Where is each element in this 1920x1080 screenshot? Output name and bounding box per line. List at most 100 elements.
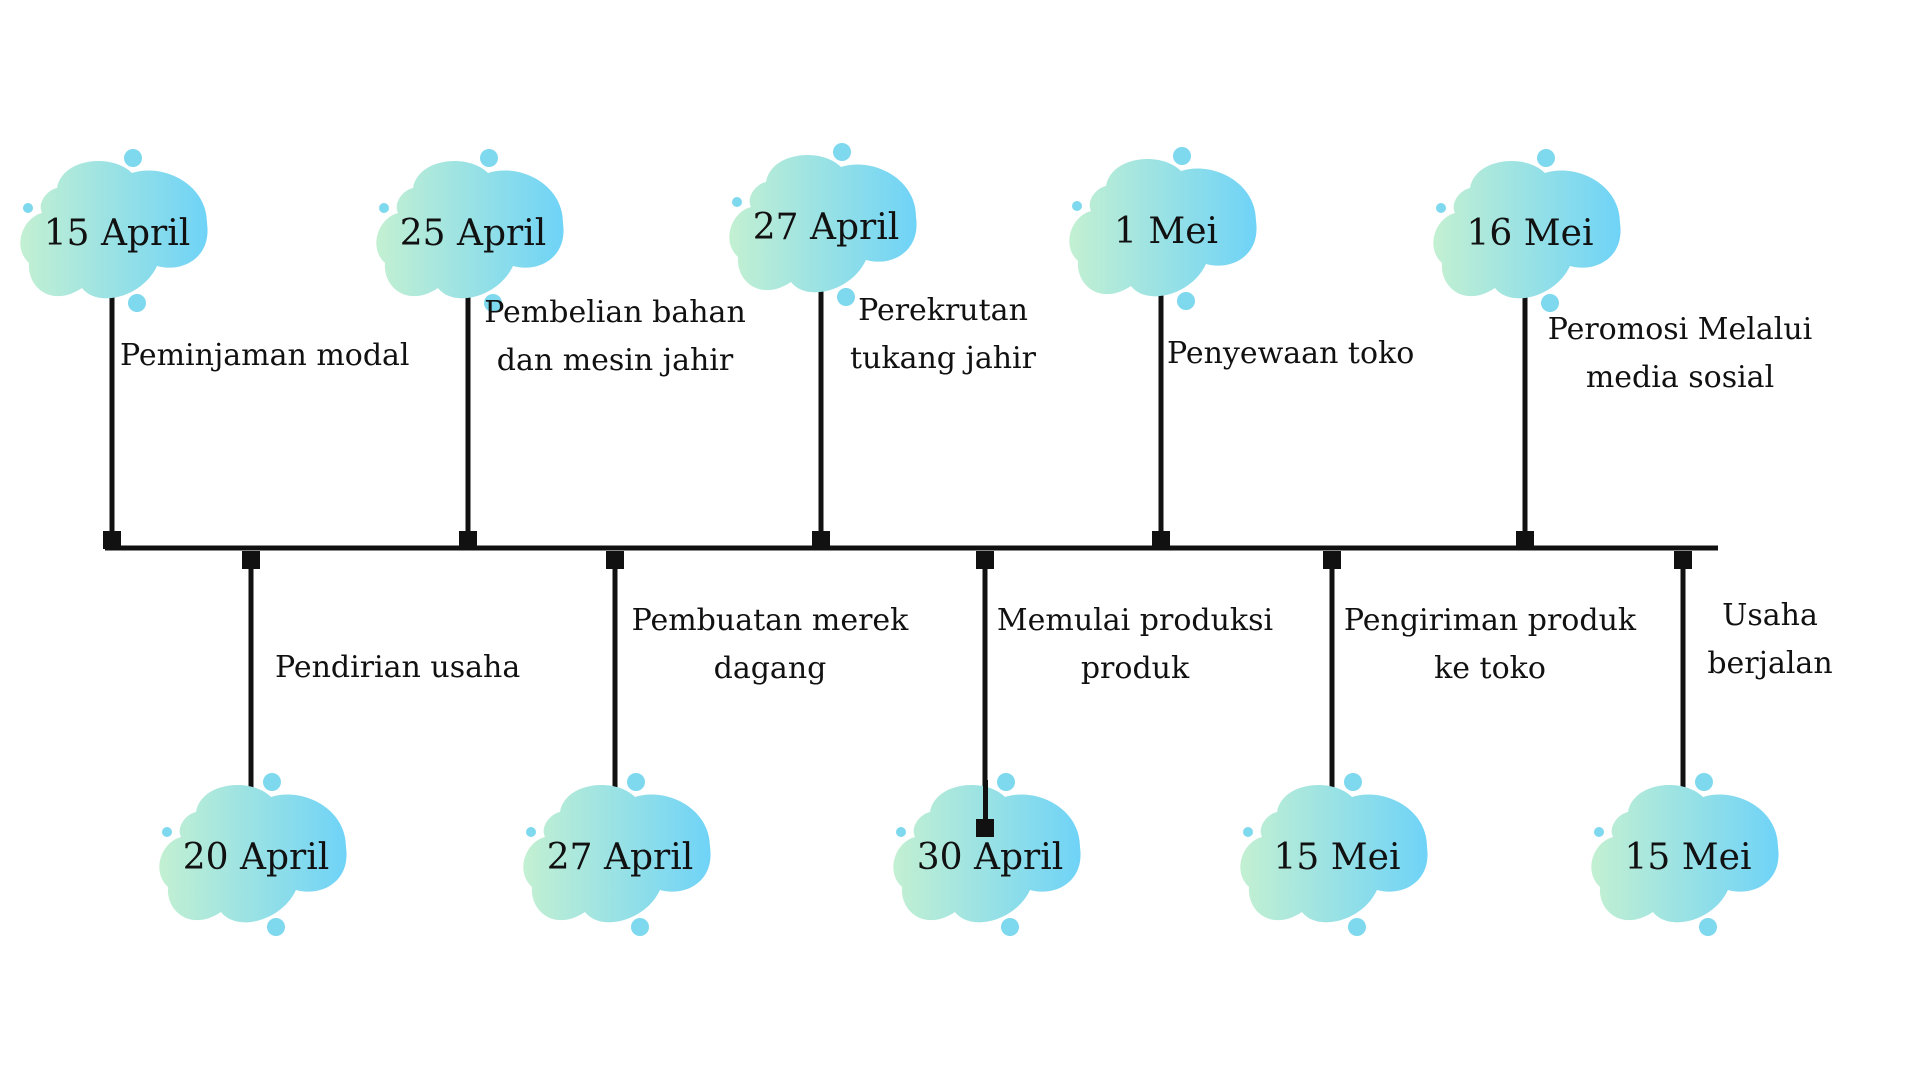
bubble-dot-icon — [1348, 918, 1366, 936]
square-marker-icon — [812, 531, 830, 549]
cloud-blob-icon — [1433, 149, 1621, 312]
event-description: Perekrutan tukang jahir — [850, 287, 1036, 383]
cloud-blob-icon — [1240, 773, 1428, 936]
cloud-blob-icon — [20, 149, 208, 312]
cloud-blob-icon — [159, 773, 347, 936]
event-description-line: produk — [1080, 651, 1190, 686]
square-marker-icon — [242, 551, 260, 569]
event-description: Memulai produksi produk — [997, 597, 1273, 693]
square-marker-icon — [103, 531, 121, 549]
bubble-dot-icon — [1344, 773, 1362, 791]
date-cloud: 16 Mei — [1430, 148, 1630, 318]
event-description-line: media sosial — [1585, 360, 1775, 395]
bubble-dot-icon — [833, 143, 851, 161]
date-cloud: 15 Mei — [1237, 772, 1437, 942]
bubble-dot-icon — [1001, 918, 1019, 936]
square-marker-icon — [459, 531, 477, 549]
bubble-dot-icon — [1594, 827, 1604, 837]
event-description: Pendirian usaha — [275, 644, 520, 692]
event-description-line: tukang jahir — [850, 341, 1036, 376]
bubble-dot-icon — [484, 294, 502, 312]
date-label: 16 Mei — [1466, 212, 1594, 254]
bubble-dot-icon — [1173, 147, 1191, 165]
date-label: 15 April — [43, 212, 191, 254]
event-description: Usaha berjalan — [1707, 592, 1832, 688]
cloud-blob-icon — [1591, 773, 1779, 936]
cloud-blob-icon — [729, 143, 917, 306]
event-description: Pengiriman produk ke toko — [1344, 597, 1636, 693]
bubble-dot-icon — [23, 203, 33, 213]
event-description-line: Pendirian usaha — [275, 650, 521, 685]
date-label: 15 Mei — [1624, 836, 1752, 878]
square-marker-icon — [1323, 551, 1341, 569]
date-cloud: 30 April — [890, 772, 1090, 942]
event-description-line: Pembuatan merek — [631, 603, 909, 638]
square-marker-icon — [606, 551, 624, 569]
cloud-blob-icon — [376, 149, 564, 312]
event-description-line: dan mesin jahir — [496, 343, 734, 378]
square-marker-icon — [976, 819, 994, 837]
cloud-blob-icon — [893, 773, 1081, 936]
bubble-dot-icon — [1072, 201, 1082, 211]
event-description: Pembuatan merek dagang — [632, 597, 909, 693]
date-cloud: 25 April — [373, 148, 573, 318]
event-description-line: Peminjaman modal — [120, 338, 410, 373]
square-marker-icon — [1152, 531, 1170, 549]
square-marker-icon — [976, 551, 994, 569]
connector-line — [982, 780, 988, 825]
date-label: 15 Mei — [1273, 836, 1401, 878]
date-cloud: 15 Mei — [1588, 772, 1788, 942]
bubble-dot-icon — [1537, 149, 1555, 167]
bubble-dot-icon — [124, 149, 142, 167]
event-description-line: berjalan — [1707, 646, 1833, 681]
bubble-dot-icon — [1699, 918, 1717, 936]
bubble-dot-icon — [1695, 773, 1713, 791]
event-description: Peromosi Melalui media sosial — [1548, 306, 1813, 402]
bubble-dot-icon — [732, 197, 742, 207]
date-label: 27 April — [546, 836, 694, 878]
event-description: Penyewaan toko — [1167, 330, 1414, 378]
bubble-dot-icon — [128, 294, 146, 312]
date-cloud: 20 April — [156, 772, 356, 942]
event-description: Pembelian bahan dan mesin jahir — [484, 289, 746, 385]
bubble-dot-icon — [162, 827, 172, 837]
bubble-dot-icon — [1541, 294, 1559, 312]
bubble-dot-icon — [997, 773, 1015, 791]
event-description-line: Perekrutan — [858, 293, 1028, 328]
event-description-line: Peromosi Melalui — [1547, 312, 1813, 347]
date-label: 27 April — [752, 206, 900, 248]
event-description-line: Pembelian bahan — [484, 295, 746, 330]
event-description-line: Pengiriman produk — [1343, 603, 1637, 638]
bubble-dot-icon — [896, 827, 906, 837]
bubble-dot-icon — [1436, 203, 1446, 213]
cloud-blob-icon — [1069, 147, 1257, 310]
bubble-dot-icon — [627, 773, 645, 791]
bubble-dot-icon — [837, 288, 855, 306]
event-description-line: Usaha — [1722, 598, 1818, 633]
date-cloud: 27 April — [520, 772, 720, 942]
event-description-line: dagang — [713, 651, 827, 686]
date-label: 1 Mei — [1113, 210, 1219, 252]
square-marker-icon — [1516, 531, 1534, 549]
date-label: 25 April — [399, 212, 547, 254]
bubble-dot-icon — [263, 773, 281, 791]
date-cloud: 27 April — [726, 142, 926, 312]
bubble-dot-icon — [631, 918, 649, 936]
event-description-line: Penyewaan toko — [1167, 336, 1415, 371]
date-cloud: 15 April — [17, 148, 217, 318]
date-label: 30 April — [916, 836, 1064, 878]
event-description: Peminjaman modal — [120, 332, 410, 380]
event-description-line: Memulai produksi — [996, 603, 1274, 638]
event-description-line: ke toko — [1434, 651, 1546, 686]
square-marker-icon — [1674, 551, 1692, 569]
date-label: 20 April — [182, 836, 330, 878]
bubble-dot-icon — [267, 918, 285, 936]
bubble-dot-icon — [1243, 827, 1253, 837]
bubble-dot-icon — [526, 827, 536, 837]
cloud-blob-icon — [523, 773, 711, 936]
bubble-dot-icon — [480, 149, 498, 167]
bubble-dot-icon — [1177, 292, 1195, 310]
bubble-dot-icon — [379, 203, 389, 213]
date-cloud: 1 Mei — [1066, 146, 1266, 316]
